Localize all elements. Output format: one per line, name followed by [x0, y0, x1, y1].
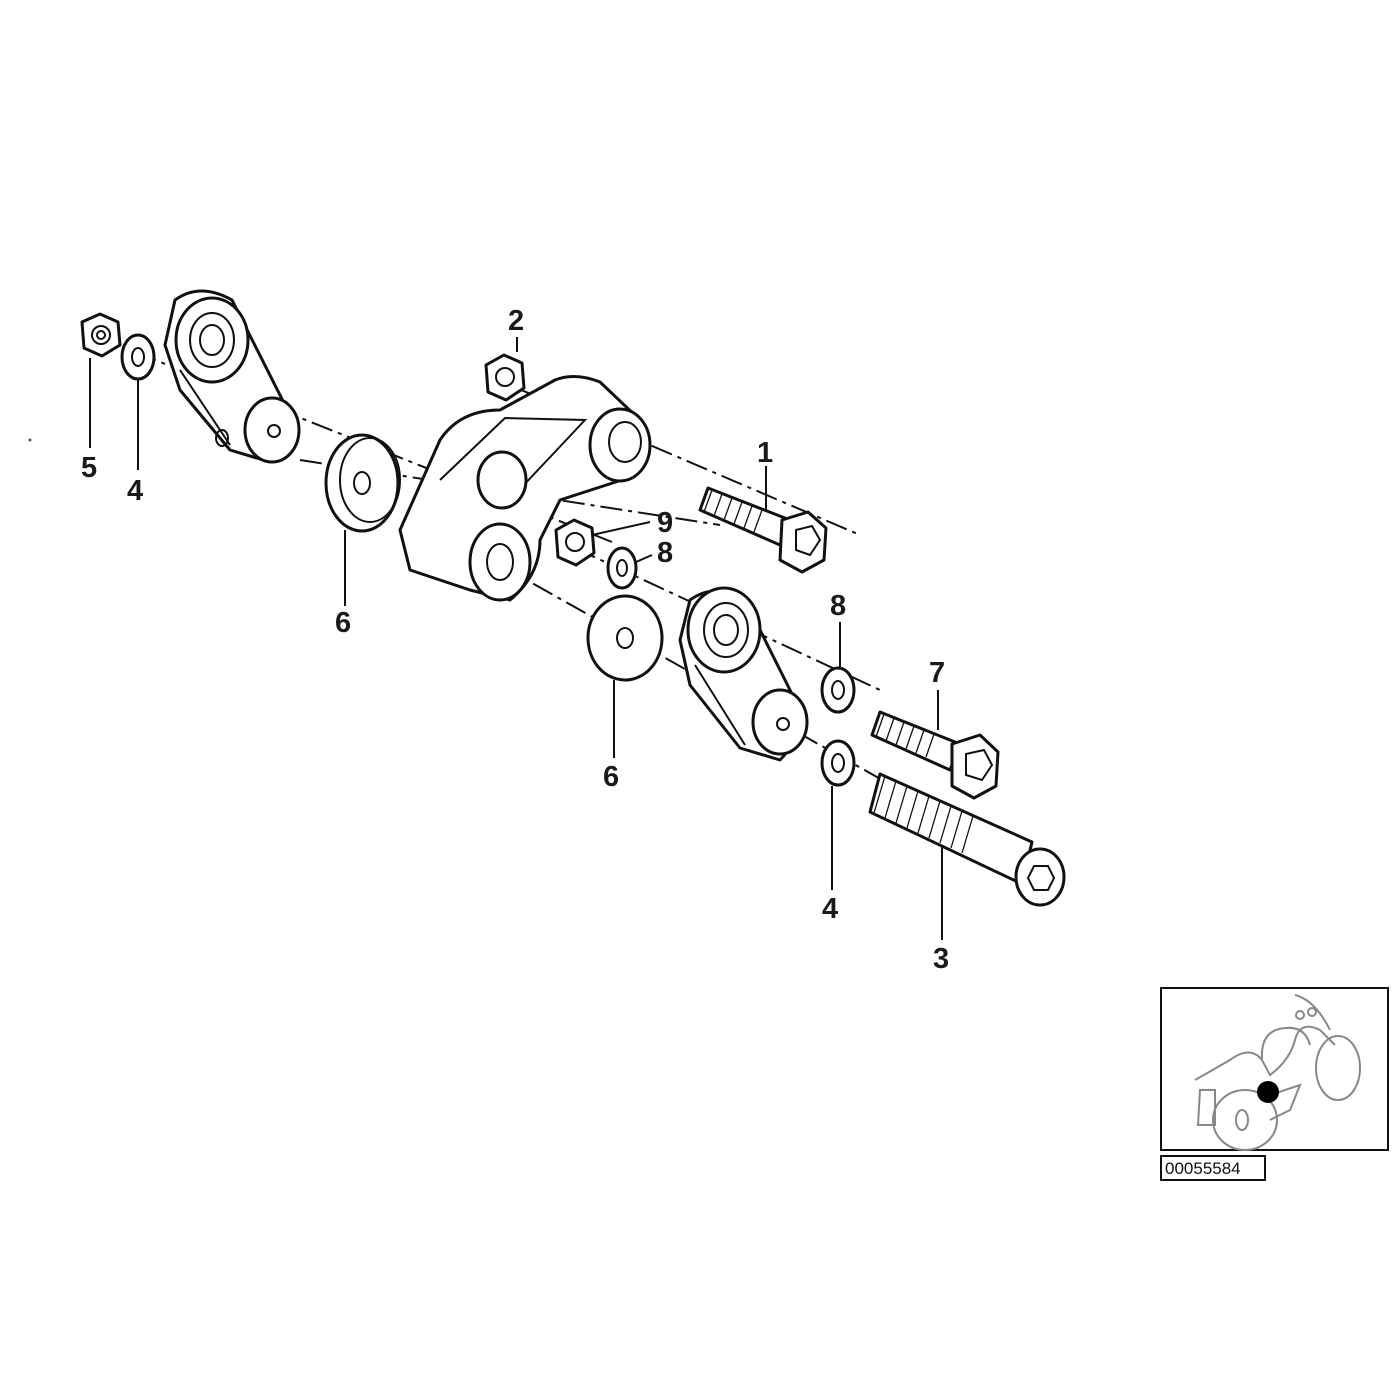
callout-4-right: 4: [822, 893, 838, 925]
callout-1: 1: [757, 437, 773, 469]
washer-part-8-right[interactable]: [820, 666, 856, 714]
motorcycle-outline-icon: [1194, 994, 1361, 1151]
washer-part-8-center[interactable]: [606, 546, 638, 590]
callout-8-center: 8: [657, 537, 673, 569]
callout-4-left: 4: [127, 475, 143, 507]
leader-lines: [89, 337, 943, 940]
stray-dot: [28, 438, 32, 442]
diagram-code-box: 00055584: [1160, 1155, 1266, 1181]
callout-labels: 1 2 5 4 6 9 8 8 7 6 4 3: [81, 305, 949, 975]
socket-bolt-part-3[interactable]: [868, 772, 1066, 907]
link-arm-left[interactable]: [163, 289, 301, 464]
callout-9: 9: [657, 507, 673, 539]
callout-3: 3: [933, 943, 949, 975]
main-bracket[interactable]: [398, 375, 652, 602]
hex-nut-part-9[interactable]: [554, 518, 596, 567]
callout-2: 2: [508, 305, 524, 337]
callout-7: 7: [929, 657, 945, 689]
rubber-washer-part-6-left[interactable]: [324, 433, 401, 533]
callout-8-right: 8: [830, 590, 846, 622]
location-marker-icon: [1257, 1081, 1279, 1103]
callout-6-center: 6: [603, 761, 619, 793]
callout-5: 5: [81, 452, 97, 484]
diagram-code: 00055584: [1165, 1159, 1241, 1178]
locator-inset: [1160, 987, 1389, 1151]
link-arm-right[interactable]: [678, 586, 809, 762]
hex-bolt-part-7[interactable]: [870, 710, 1000, 800]
rubber-washer-part-6-center[interactable]: [586, 594, 664, 682]
washer-part-4-top[interactable]: [120, 333, 156, 381]
washer-part-4-right[interactable]: [820, 739, 856, 787]
hex-nut-part-2[interactable]: [484, 353, 526, 402]
callout-6-left: 6: [335, 607, 351, 639]
hex-nut-part-5[interactable]: [80, 312, 122, 358]
hex-bolt-part-1[interactable]: [698, 486, 828, 574]
